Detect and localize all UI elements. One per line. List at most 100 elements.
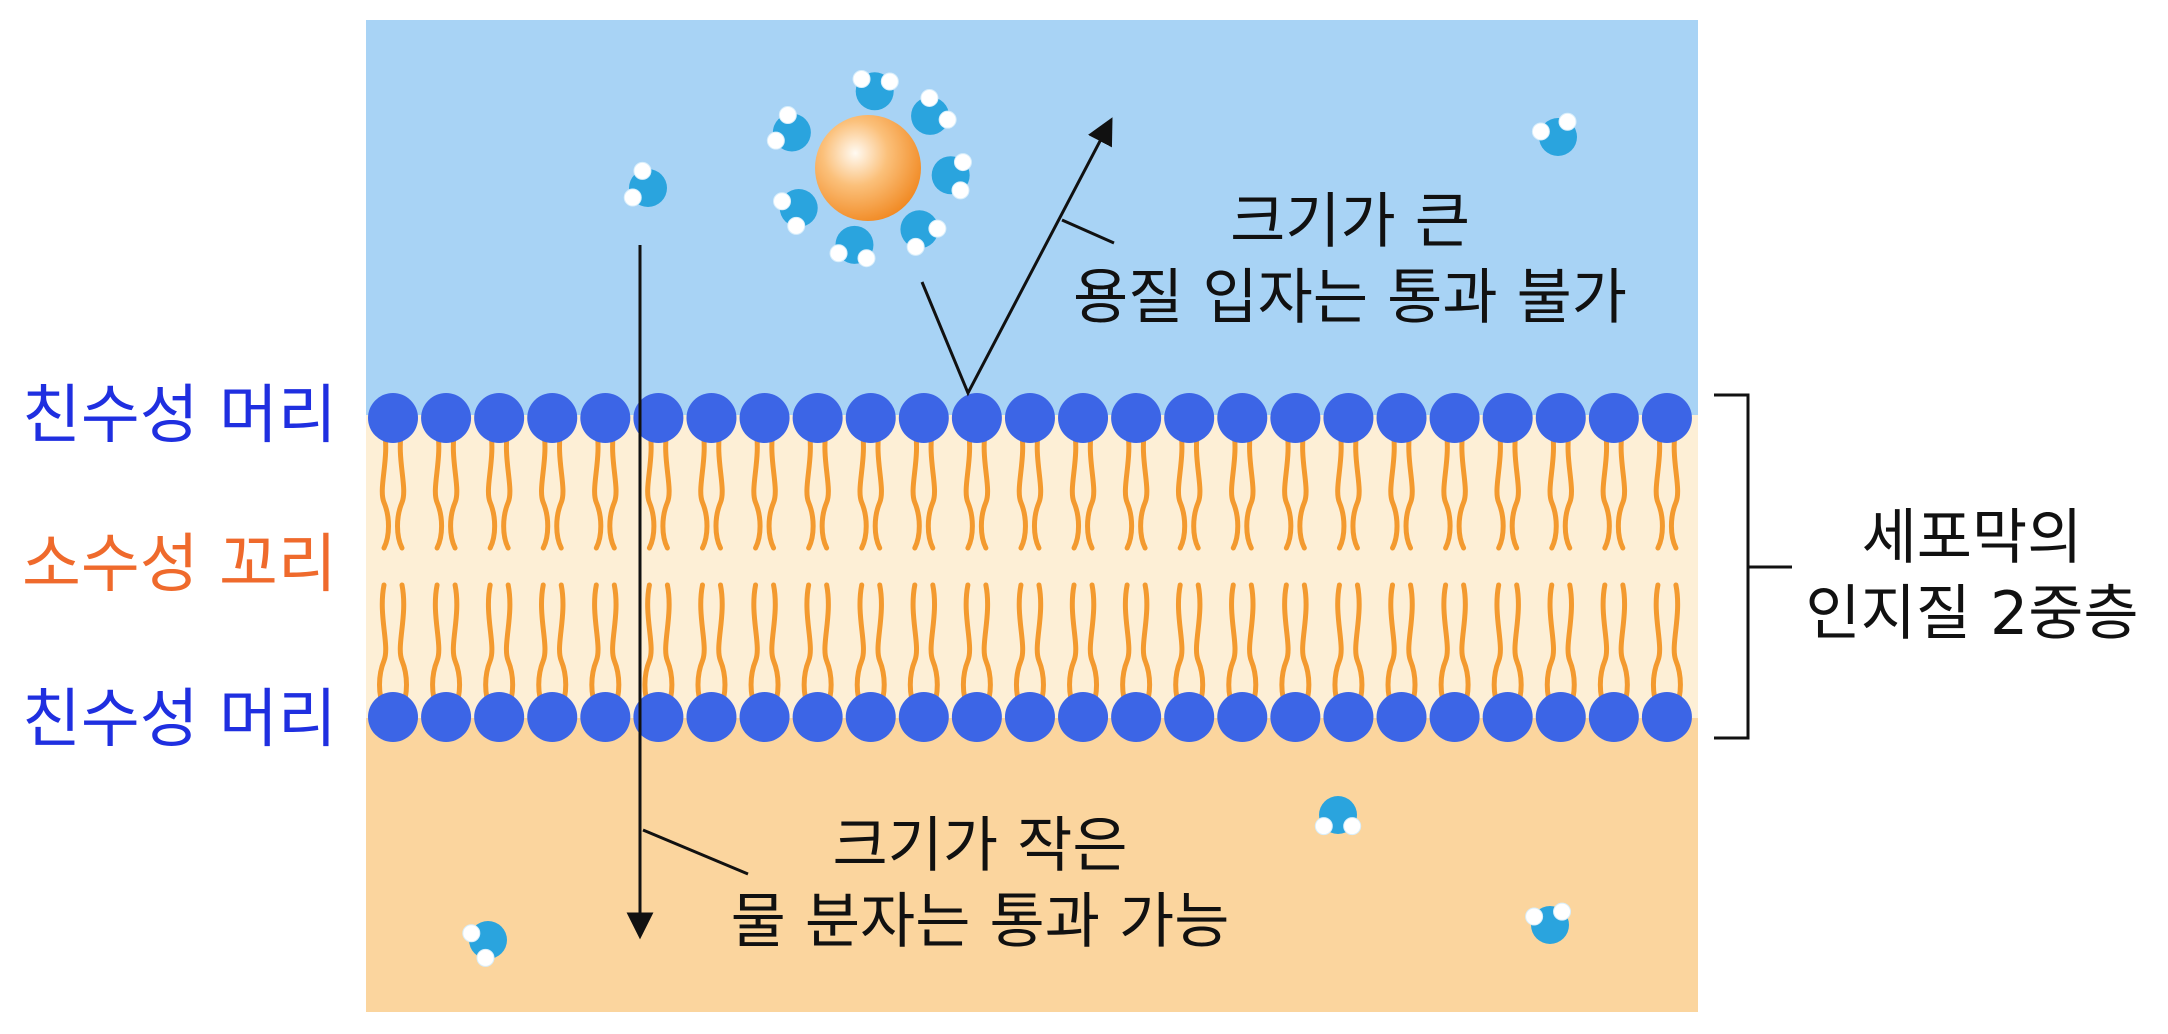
phospholipid-head-icon [1217, 692, 1268, 742]
hydrated-solute [766, 70, 972, 268]
lipid-tail-icon [660, 425, 672, 551]
phospholipid-head-icon [1058, 692, 1109, 742]
phospholipid-head-icon [686, 393, 737, 443]
lipid-tail-icon [1494, 425, 1506, 551]
lipid-tail-icon [397, 582, 409, 710]
phospholipid-head-icon [1004, 393, 1055, 443]
water-molecule-icon [1531, 112, 1577, 156]
water-molecule-icon [852, 70, 899, 111]
lipid-tail-icon [1229, 425, 1241, 551]
water-molecule-icon [766, 105, 811, 152]
lipid-tail-icon [1069, 425, 1082, 551]
phospholipid-head-icon [1429, 692, 1480, 742]
lipid-tail-icon [1547, 425, 1559, 551]
phospholipid-head-icon [1376, 692, 1427, 742]
phospholipid-head-icon [368, 692, 418, 742]
solute-bounce-arrow [920, 117, 1113, 397]
lipid-tail-icon [910, 425, 922, 551]
lipid-tail-icon [769, 582, 781, 710]
lipid-tail-icon [1193, 582, 1206, 710]
phospholipid-head-icon [845, 692, 896, 742]
lipid-tail-icon [1406, 582, 1418, 710]
hydrophilic-head-label-bottom: 친수성 머리 [22, 683, 337, 757]
lipid-tail-icon [592, 425, 604, 551]
lipid-tail-icon [501, 425, 513, 551]
lipid-tail-icon [1671, 582, 1683, 710]
water-molecule-icon [773, 189, 818, 235]
phospholipid-head-icon [421, 692, 472, 742]
phospholipid-head-icon [580, 692, 631, 742]
water-molecule-icon [1525, 902, 1572, 944]
large-solute-callout-line-2: 용질 입자는 통과 불가 [1072, 263, 1628, 333]
hydrophilic-head-label-top: 친수성 머리 [22, 379, 337, 453]
phospholipid-head-icon [474, 692, 525, 742]
lipid-tail-icon [713, 425, 725, 551]
lipid-tail-icon [1438, 582, 1450, 710]
phospholipid-head-icon [739, 692, 790, 742]
lipid-tail-icon [395, 425, 407, 551]
lipid-tail-icon [645, 425, 657, 551]
phospholipid-head-icon [792, 393, 843, 443]
lipid-tail-icon [1668, 425, 1681, 551]
lipid-tail-icon [1544, 582, 1556, 710]
lipid-tail-icon [432, 425, 445, 551]
phospholipid-head-icon [951, 692, 1002, 742]
phospholipid-head-icon [1217, 393, 1268, 443]
lipid-tail-icon [928, 582, 940, 710]
lipid-tail-icon [695, 582, 707, 710]
lipid-tail-icon [875, 582, 887, 710]
small-water-callout-line-2: 물 분자는 통과 가능 [730, 887, 1230, 957]
lipid-tail-icon [1175, 425, 1188, 551]
phospholipid-head-icon [580, 393, 631, 443]
membrane-interior [366, 415, 1698, 718]
large-solute-callout-line [1061, 218, 1115, 245]
lipid-tail-icon [963, 425, 975, 551]
bilayer-label: 세포막의 인지질 2중층 [1792, 500, 2152, 652]
phospholipid-head-icon [898, 393, 949, 443]
phospholipid-head-icon [1376, 393, 1427, 443]
large-solute-callout-line-1: 크기가 큰 [1230, 187, 1470, 257]
lipid-tail-icon [1138, 425, 1150, 551]
lipid-tail-icon [554, 425, 566, 551]
lipid-tail-icon [822, 582, 834, 710]
phospholipid-head-icon [792, 692, 843, 742]
small-water-callout-line-1: 크기가 작은 [832, 811, 1128, 881]
phospholipid-head-icon [633, 692, 684, 742]
lipid-tail-icon [1300, 582, 1312, 710]
phospholipid-head-icon [527, 692, 578, 742]
lipid-tail-icon [1173, 582, 1185, 710]
lipid-tail-icon [1509, 425, 1521, 551]
lipid-tail-icon [872, 425, 884, 551]
lipid-tail-icon [1016, 425, 1028, 551]
extracellular-region [366, 20, 1698, 415]
phospholipid-head-icon [686, 692, 737, 742]
lipid-tail-icon [1067, 582, 1079, 710]
lipid-tail-icon [663, 582, 675, 710]
lipid-tail-icon [1456, 425, 1468, 551]
phospholipid-head-icon [421, 393, 472, 443]
lipid-tail-icon [857, 425, 869, 551]
phospholipid-head-icon [527, 393, 578, 443]
water-molecule-icon [911, 88, 957, 135]
bilayer-bracket [1714, 393, 1792, 740]
small-water-callout: 크기가 작은 물 분자는 통과 가능 [680, 808, 1280, 960]
phospholipid-head-icon [845, 393, 896, 443]
water-molecule-icon [1314, 796, 1362, 836]
phospholipid-head-icon [1058, 393, 1109, 443]
lipid-tail-icon [1512, 582, 1524, 710]
lipid-tail-icon [1297, 425, 1309, 551]
lipid-tail-icon [766, 425, 778, 551]
lipid-tail-icon [925, 425, 938, 551]
lipid-tail-icon [1600, 425, 1612, 551]
lipid-tail-icon [1441, 425, 1453, 551]
lipid-tail-icon [610, 582, 622, 710]
lipid-tail-icon [1385, 582, 1397, 710]
lipid-tail-icon [1615, 425, 1628, 551]
large-solute-callout: 크기가 큰 용질 입자는 통과 불가 [1040, 184, 1660, 336]
lipid-tail-icon [1618, 582, 1630, 710]
lipid-tail-icon [854, 582, 866, 710]
lipid-tail-icon [483, 582, 495, 710]
phospholipid-head-icon [1535, 692, 1586, 742]
bilayer-label-line-1: 세포막의 [1861, 503, 2083, 573]
lipid-tail-icon [450, 582, 463, 710]
